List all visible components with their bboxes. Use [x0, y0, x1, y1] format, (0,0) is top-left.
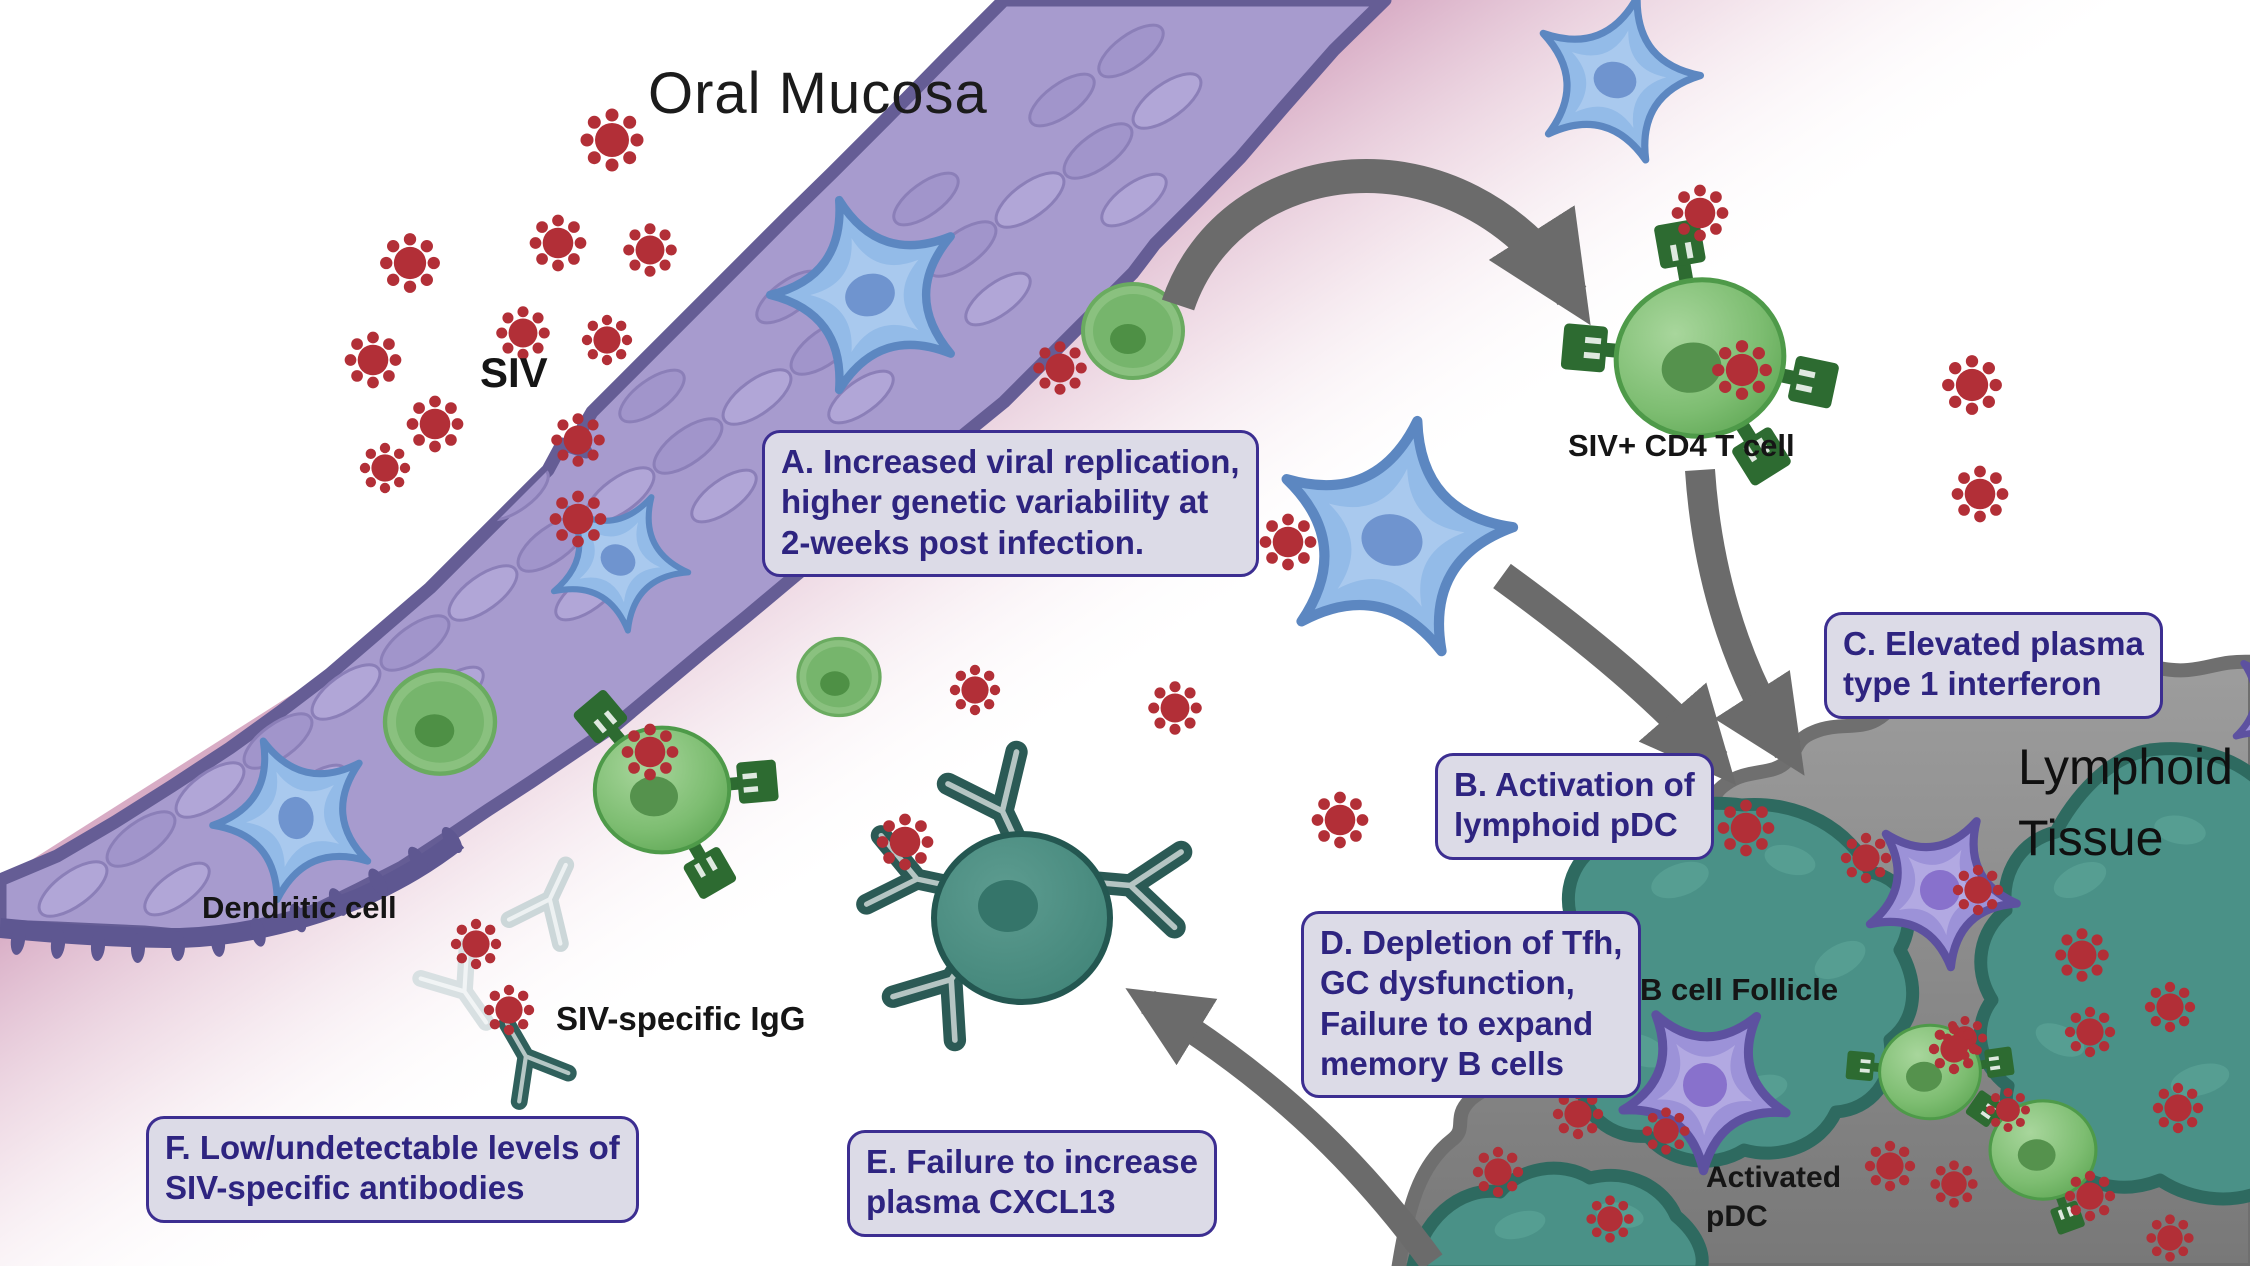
siv-virion-icon [406, 395, 464, 453]
siv-virion-icon [2146, 1214, 2194, 1262]
siv-virion-icon [380, 233, 440, 293]
siv-virion-icon [1928, 1023, 1980, 1075]
label-activated-pdc: Activated pDC [1706, 1161, 1842, 1233]
siv-virion-icon [581, 314, 633, 366]
siv-virion-icon [549, 490, 607, 548]
siv-virion-icon [1717, 799, 1775, 857]
siv-virion-icon [450, 918, 502, 970]
siv-virion-icon [2064, 1170, 2116, 1222]
infected-cell-icon [385, 670, 495, 773]
infected-cell-icon [796, 636, 882, 718]
plasma-b-cell-icon [867, 752, 1182, 1040]
label-b-cell-follicle: B cell Follicle [1640, 972, 1839, 1007]
callout-b: B. Activation of lymphoid pDC [1435, 753, 1714, 860]
mucosa-ruffled-edge [0, 826, 465, 963]
label-siv-specific-igg: SIV-specific IgG [556, 1000, 806, 1037]
callout-a: A. Increased viral replication, higher g… [762, 430, 1259, 577]
siv-virion-icon [1951, 465, 2009, 523]
label-siv-cd4-t-cell: SIV+ CD4 T cell [1568, 428, 1795, 463]
siv-virion-icon [1864, 1140, 1916, 1192]
siv-virion-icon [1930, 1160, 1978, 1208]
callout-e: E. Failure to increase plasma CXCL13 [847, 1130, 1217, 1237]
siv-virion-icon [1148, 681, 1202, 735]
siv-virion-icon [623, 223, 677, 277]
siv-virion-icon [1311, 791, 1369, 849]
siv-virion-icon [551, 413, 605, 467]
siv-virion-icon [1952, 864, 2004, 916]
siv-virion-icon [1033, 341, 1087, 395]
label-dendritic-cell: Dendritic cell [202, 890, 397, 925]
arrow-dc-to-lymphoid [1493, 563, 1737, 786]
siv-virion-icon [1472, 1146, 1524, 1198]
siv-virion-icon [949, 664, 1001, 716]
siv-virion-icon [2152, 1082, 2204, 1134]
siv-virion-icon [359, 442, 411, 494]
arrow-cd4-to-lymphoid [1685, 468, 1805, 776]
arrow-lymphoid-to-plasma-cell [1125, 988, 1443, 1266]
siv-virion-icon [1642, 1107, 1690, 1155]
lymphoid-tissue-region [1391, 628, 2250, 1266]
siv-virion-icon [1586, 1195, 1634, 1243]
siv-virion-icon [529, 214, 587, 272]
siv-virion-icon [2144, 981, 2196, 1033]
siv-virion-icon [483, 984, 535, 1036]
siv-virion-icon [1840, 832, 1892, 884]
siv-virion-icon [876, 813, 934, 871]
callout-f: F. Low/undetectable levels of SIV-specif… [146, 1116, 639, 1223]
callout-c: C. Elevated plasma type 1 interferon [1824, 612, 2163, 719]
siv-virion-icon [344, 331, 402, 389]
siv-virion-icon [1671, 184, 1729, 242]
label-lymphoid-tissue: Lymphoid Tissue [2018, 739, 2233, 866]
callout-d: D. Depletion of Tfh, GC dysfunction, Fai… [1301, 911, 1642, 1098]
flow-arrows [1125, 158, 1805, 1266]
siv-virion-icon [1942, 355, 2002, 415]
label-siv: SIV [480, 349, 548, 396]
siv-virion-icon [580, 108, 644, 172]
page-title: Oral Mucosa [648, 61, 988, 126]
siv-virion-icon [2055, 928, 2109, 982]
siv-virion-icon [2064, 1006, 2116, 1058]
arrow-mucosa-to-cd4 [1161, 158, 1591, 326]
